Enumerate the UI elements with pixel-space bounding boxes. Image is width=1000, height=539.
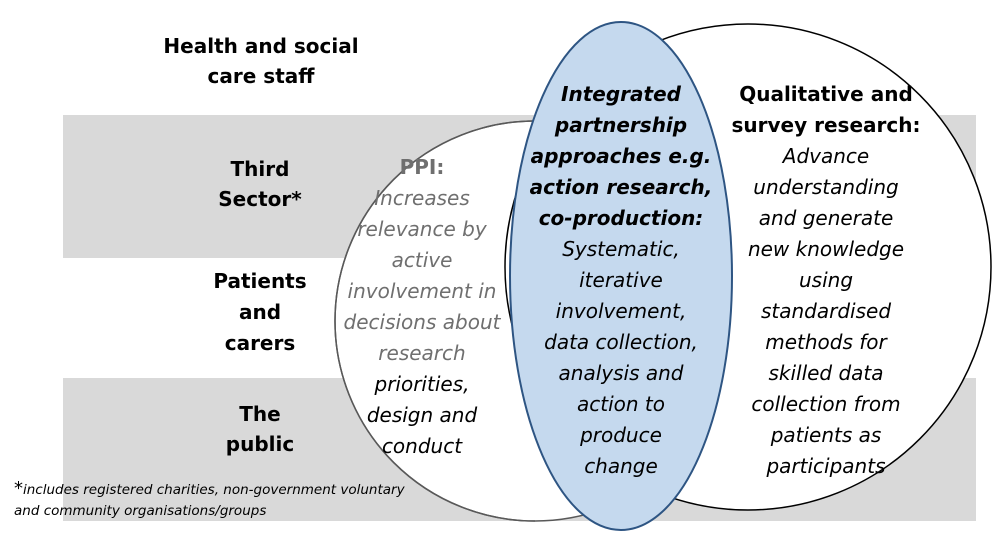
qualitative-line: understanding <box>753 175 899 199</box>
stakeholder-public-line: public <box>225 432 295 456</box>
stakeholder-public-line: The <box>239 402 281 426</box>
integrated-line: data collection, <box>544 330 698 354</box>
integrated-heading-line: partnership <box>554 113 688 137</box>
footnote-line-1: *includes registered charities, non-gove… <box>14 478 405 501</box>
qualitative-line: new knowledge <box>747 237 905 261</box>
qualitative-text: Qualitative and survey research: Advance… <box>728 79 924 482</box>
stakeholder-patients-line: and <box>238 300 282 324</box>
ppi-text: PPI: Increases relevance by active invol… <box>330 152 514 462</box>
integrated-text: Integrated partnership approaches e.g. a… <box>521 79 721 482</box>
qualitative-line: skilled data <box>768 361 884 385</box>
integrated-heading-line: action research, <box>529 175 713 199</box>
integrated-heading-line: approaches e.g. <box>530 144 712 168</box>
qualitative-line: using <box>798 268 854 292</box>
footnote-line-2: and community organisations/groups <box>14 503 267 519</box>
ppi-line: priorities, <box>374 372 470 396</box>
stakeholder-staff-line: Health and social <box>163 34 359 58</box>
ppi-line: research <box>378 341 466 365</box>
integrated-line: action to <box>577 392 665 416</box>
stakeholder-third-sector-line: Sector* <box>218 187 302 211</box>
qualitative-line: participants <box>766 454 886 478</box>
integrated-line: analysis and <box>558 361 684 385</box>
stakeholder-public: The public <box>180 399 340 459</box>
ppi-line: involvement in <box>347 279 497 303</box>
qualitative-heading-line: survey research: <box>731 113 921 137</box>
stakeholder-patients-line: carers <box>224 331 296 355</box>
footnote-asterisk: * <box>14 478 23 499</box>
qualitative-line: collection from <box>751 392 901 416</box>
footnote: *includes registered charities, non-gove… <box>14 478 405 522</box>
integrated-line: involvement, <box>555 299 687 323</box>
integrated-line: change <box>584 454 658 478</box>
ppi-line: design and <box>366 403 478 427</box>
integrated-ellipse <box>509 21 733 531</box>
stakeholder-third-sector: Third Sector* <box>180 154 340 214</box>
ppi-line: Increases <box>374 186 470 210</box>
integrated-line: produce <box>580 423 662 447</box>
stakeholder-patients-line: Patients <box>213 269 307 293</box>
integrated-line: Systematic, <box>562 237 680 261</box>
ppi-circle-arc-overlap <box>334 120 536 522</box>
stakeholder-staff: Health and social care staff <box>150 31 372 91</box>
ppi-line: active <box>391 248 453 272</box>
footnote-text-1: includes registered charities, non-gover… <box>23 482 405 498</box>
integrated-line: iterative <box>579 268 663 292</box>
integrated-heading-line: Integrated <box>561 82 681 106</box>
ppi-line: relevance by <box>357 217 487 241</box>
qualitative-line: methods for <box>765 330 887 354</box>
stakeholder-patients: Patients and carers <box>180 266 340 359</box>
qualitative-line: and generate <box>758 206 894 230</box>
ppi-line: conduct <box>381 434 463 458</box>
stakeholder-staff-line: care staff <box>207 64 315 88</box>
ppi-heading: PPI: <box>399 155 445 179</box>
ppi-line: decisions about <box>343 310 501 334</box>
stakeholder-third-sector-line: Third <box>230 157 290 181</box>
qualitative-line: Advance <box>782 144 870 168</box>
qualitative-line: standardised <box>760 299 892 323</box>
qualitative-line: patients as <box>770 423 882 447</box>
qualitative-heading-line: Qualitative and <box>739 82 913 106</box>
integrated-heading-line: co-production: <box>538 206 704 230</box>
